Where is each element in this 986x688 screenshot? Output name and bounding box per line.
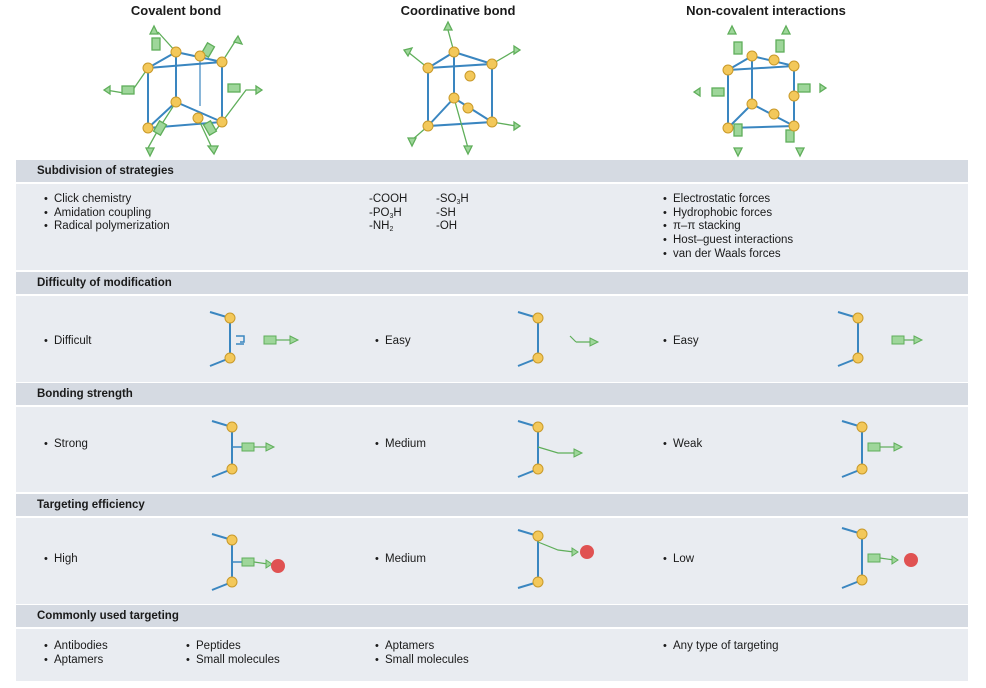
target-ball-icon <box>841 527 918 589</box>
list-item: Aptamers <box>44 654 108 668</box>
list-item: Click chemistry <box>44 193 170 207</box>
row-heading-bonding: Bonding strength <box>16 383 968 405</box>
target-ball-icon <box>211 533 285 591</box>
row-body-targeting-efficiency: High Medium Low <box>16 518 968 604</box>
noncovalent-cube-icon <box>692 24 828 158</box>
list-item: Amidation coupling <box>44 207 170 221</box>
difficulty-noncovalent: Easy <box>663 335 699 347</box>
efficiency-covalent: High <box>44 553 78 565</box>
row-heading-targeting-efficiency: Targeting efficiency <box>16 494 968 516</box>
list-item: π–π stacking <box>663 220 793 234</box>
row-body-strategies: Click chemistry Amidation coupling Radic… <box>16 184 968 270</box>
rod-node-icon <box>211 420 276 478</box>
bonding-coordinative: Medium <box>375 438 426 450</box>
row-body-difficulty: Difficult Easy Easy <box>16 296 968 382</box>
coordinative-targeting-list: Aptamers Small molecules <box>375 640 469 667</box>
row-heading-strategies: Subdivision of strategies <box>16 160 968 182</box>
list-item: Aptamers <box>375 640 469 654</box>
list-item: Antibodies <box>44 640 108 654</box>
rod-node-icon <box>517 311 600 367</box>
difficulty-coordinative: Easy <box>375 335 411 347</box>
list-item: Small molecules <box>186 654 280 668</box>
covalent-strategy-list: Click chemistry Amidation coupling Radic… <box>44 193 170 234</box>
column-title-covalent: Covalent bond <box>130 3 222 18</box>
functional-groups-col2: -SO3H -SH -OH <box>436 193 469 233</box>
bonding-noncovalent: Weak <box>663 438 702 450</box>
covalent-cube-icon <box>102 24 264 158</box>
row-heading-difficulty: Difficulty of modification <box>16 272 968 294</box>
list-item: van der Waals forces <box>663 248 793 262</box>
target-ball-icon <box>517 529 594 589</box>
rod-node-icon <box>209 311 300 367</box>
coordinative-cube-icon <box>402 20 522 156</box>
list-item: Radical polymerization <box>44 220 170 234</box>
efficiency-noncovalent: Low <box>663 553 694 565</box>
list-item: Small molecules <box>375 654 469 668</box>
list-item: Host–guest interactions <box>663 234 793 248</box>
functional-groups-col1: -COOH -PO3H -NH2 <box>369 193 408 234</box>
list-item: Hydrophobic forces <box>663 207 793 221</box>
noncovalent-strategy-list: Electrostatic forces Hydrophobic forces … <box>663 193 793 262</box>
row-body-targeting: Antibodies Aptamers Peptides Small molec… <box>16 629 968 681</box>
list-item: Electrostatic forces <box>663 193 793 207</box>
list-item: Peptides <box>186 640 280 654</box>
rod-node-icon <box>837 311 924 367</box>
column-title-coordinative: Coordinative bond <box>400 3 516 18</box>
row-body-bonding: Strong Medium Weak <box>16 407 968 492</box>
rod-node-icon <box>517 420 584 478</box>
noncovalent-targeting-list: Any type of targeting <box>663 640 778 654</box>
efficiency-coordinative: Medium <box>375 553 426 565</box>
covalent-targeting-list-1: Antibodies Aptamers <box>44 640 108 667</box>
bonding-covalent: Strong <box>44 438 88 450</box>
list-item: Any type of targeting <box>663 640 778 654</box>
rod-node-icon <box>841 420 904 478</box>
difficulty-covalent: Difficult <box>44 335 92 347</box>
covalent-targeting-list-2: Peptides Small molecules <box>186 640 280 667</box>
column-title-noncovalent: Non-covalent interactions <box>686 3 846 18</box>
row-heading-targeting: Commonly used targeting <box>16 605 968 627</box>
